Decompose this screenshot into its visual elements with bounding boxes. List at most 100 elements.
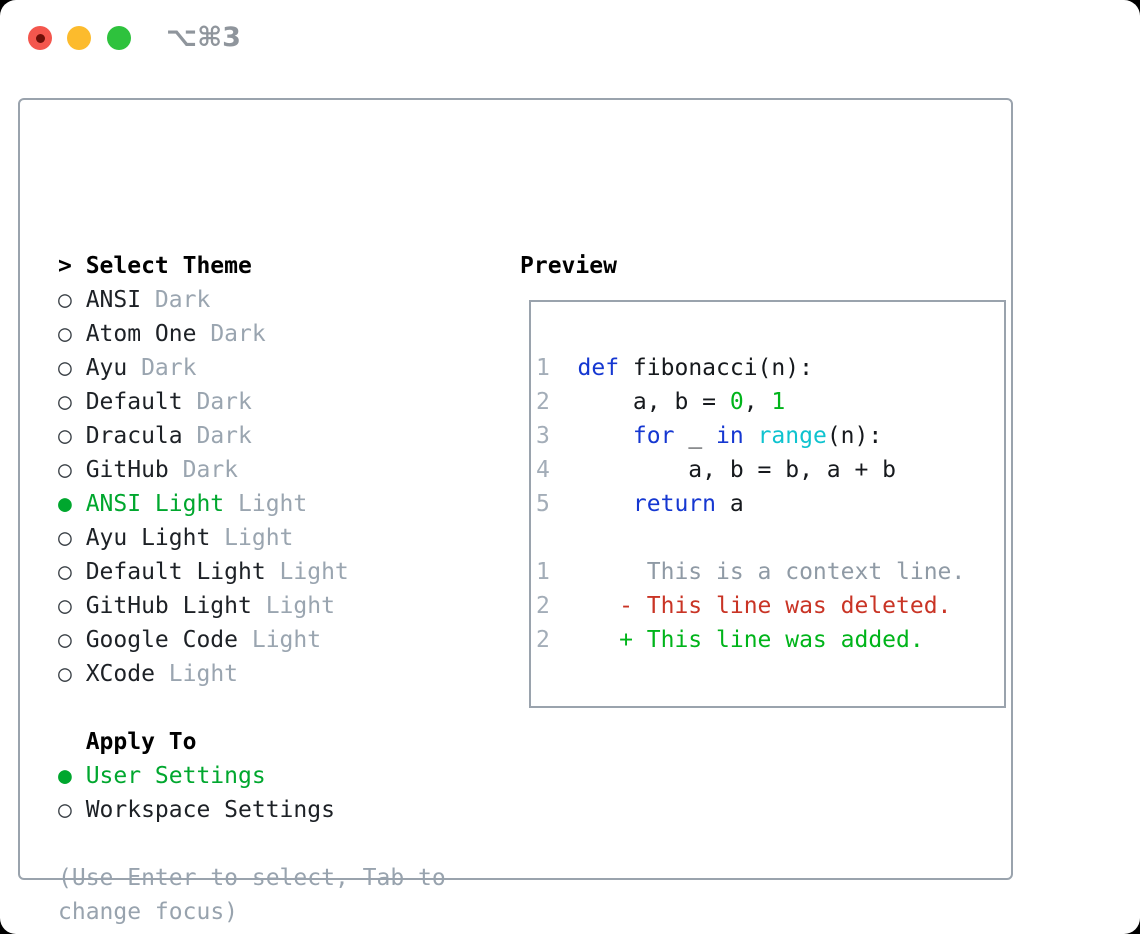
token (578, 491, 633, 517)
token: (n): (826, 423, 883, 449)
theme-option[interactable]: ○ Default Dark (58, 385, 503, 419)
code-line: 4 a, b = b, a + b (536, 453, 1004, 487)
token: + This line was added. (577, 627, 924, 653)
theme-name: ANSI Light (85, 491, 225, 517)
token: , (743, 389, 772, 415)
token: This is a context line. (577, 559, 966, 585)
theme-list: ○ ANSI Dark ○ Atom One Dark ○ Ayu Dark (58, 283, 503, 691)
code-line: 3 for _ in range(n): (536, 419, 1004, 453)
theme-picker-panel: > Select Theme ○ ANSI Dark ○ Atom One Da… (18, 98, 1013, 925)
keyboard-hint: (Use Enter to select, Tab to change focu… (58, 865, 446, 925)
code-text: for _ in range(n): (578, 419, 883, 453)
theme-name: Ayu Light (85, 525, 211, 551)
radio-icon: ○ (58, 321, 72, 347)
option-name: User Settings (85, 763, 266, 789)
radio-icon: ○ (58, 559, 72, 585)
radio-icon: ○ (58, 593, 72, 619)
apply-to-option[interactable]: ○ Workspace Settings (58, 793, 503, 827)
theme-name: Default Light (85, 559, 266, 585)
radio-icon: ○ (58, 797, 72, 823)
preview-box: 1 def fibonacci(n): 2 a, b = 0, 1 3 for … (529, 300, 1006, 708)
theme-list-column: > Select Theme ○ ANSI Dark ○ Atom One Da… (58, 249, 503, 929)
minimize-button[interactable] (67, 26, 91, 50)
theme-variant: Light (251, 627, 322, 653)
token: fibonacci(n): (619, 355, 813, 381)
radio-icon: ● (58, 491, 72, 517)
theme-option[interactable]: ○ ANSI Dark (58, 283, 503, 317)
code-text: return a (578, 487, 744, 521)
theme-variant: Dark (210, 321, 266, 347)
radio-icon: ○ (58, 661, 72, 687)
heading-indent (58, 725, 86, 759)
apply-to-options: ● User Settings ○ Workspace Settings (58, 759, 503, 827)
token: def (577, 355, 620, 381)
line-number: 4 (536, 457, 550, 483)
line-number: 2 (536, 593, 550, 619)
token: _ (674, 423, 717, 449)
theme-variant: Light (279, 559, 349, 585)
token: a, b = b, a + b (577, 457, 897, 483)
line-number: 1 (536, 559, 550, 585)
radio-icon: ○ (58, 287, 72, 313)
theme-option[interactable]: ○ Ayu Light Light (58, 521, 503, 555)
theme-option[interactable]: ● ANSI Light Light (58, 487, 503, 521)
line-number: 3 (536, 423, 550, 449)
radio-icon: ● (58, 763, 72, 789)
radio-icon: ○ (58, 627, 72, 653)
preview-heading: Preview (520, 253, 617, 279)
code-text: a, b = b, a + b (577, 453, 897, 487)
window-shortcut-label: ⌥⌘3 (166, 22, 241, 53)
theme-name: Atom One (85, 321, 197, 347)
token: 0 (729, 389, 744, 415)
unsaved-dot-icon (35, 33, 45, 43)
token: - This line was deleted. (577, 593, 952, 619)
token: a (716, 491, 744, 517)
select-theme-title: Select Theme (85, 253, 252, 279)
token: in (716, 423, 744, 449)
cursor-caret-icon: > (58, 253, 72, 279)
apply-to-heading: Apply To (58, 725, 503, 759)
theme-variant: Light (238, 491, 308, 517)
theme-option[interactable]: ○ Atom One Dark (58, 317, 503, 351)
theme-option[interactable]: ○ Dracula Dark (58, 419, 503, 453)
diff-text: - This line was deleted. (577, 589, 952, 623)
radio-icon: ○ (58, 423, 72, 449)
zoom-button[interactable] (107, 26, 131, 50)
theme-name: XCode (85, 661, 155, 687)
theme-option[interactable]: ○ Google Code Light (58, 623, 503, 657)
theme-variant: Dark (182, 457, 239, 483)
code-text: def fibonacci(n): (578, 351, 813, 385)
theme-name: ANSI (85, 287, 142, 313)
theme-name: Dracula (85, 423, 183, 449)
theme-name: GitHub Light (85, 593, 252, 619)
code-block: 1 def fibonacci(n): 2 a, b = 0, 1 3 for … (536, 351, 1004, 521)
radio-icon: ○ (58, 389, 72, 415)
token (744, 423, 758, 449)
line-number: 5 (536, 491, 550, 517)
line-number: 1 (536, 355, 550, 381)
theme-option[interactable]: ○ Default Light Light (58, 555, 503, 589)
theme-variant: Light (265, 593, 335, 619)
theme-option[interactable]: ○ Ayu Dark (58, 351, 503, 385)
theme-variant: Light (168, 661, 239, 687)
code-text: a, b = 0, 1 (578, 385, 786, 419)
close-button[interactable] (28, 26, 52, 50)
theme-variant: Dark (196, 423, 252, 449)
code-line: 1 def fibonacci(n): (536, 351, 1004, 385)
token: 1 (771, 389, 786, 415)
theme-option[interactable]: ○ XCode Light (58, 657, 503, 691)
code-line: 5 return a (536, 487, 1004, 521)
theme-option[interactable]: ○ GitHub Light Light (58, 589, 503, 623)
theme-variant: Dark (196, 389, 252, 415)
option-name: Workspace Settings (85, 797, 335, 823)
diff-line: 2 + This line was added. (536, 623, 1004, 657)
theme-name: Default (85, 389, 183, 415)
token: return (632, 491, 717, 517)
theme-variant: Light (224, 525, 294, 551)
apply-to-option[interactable]: ● User Settings (58, 759, 503, 793)
theme-variant: Dark (154, 287, 211, 313)
diff-text: This is a context line. (578, 555, 966, 589)
theme-name: Google Code (85, 627, 239, 653)
theme-option[interactable]: ○ GitHub Dark (58, 453, 503, 487)
